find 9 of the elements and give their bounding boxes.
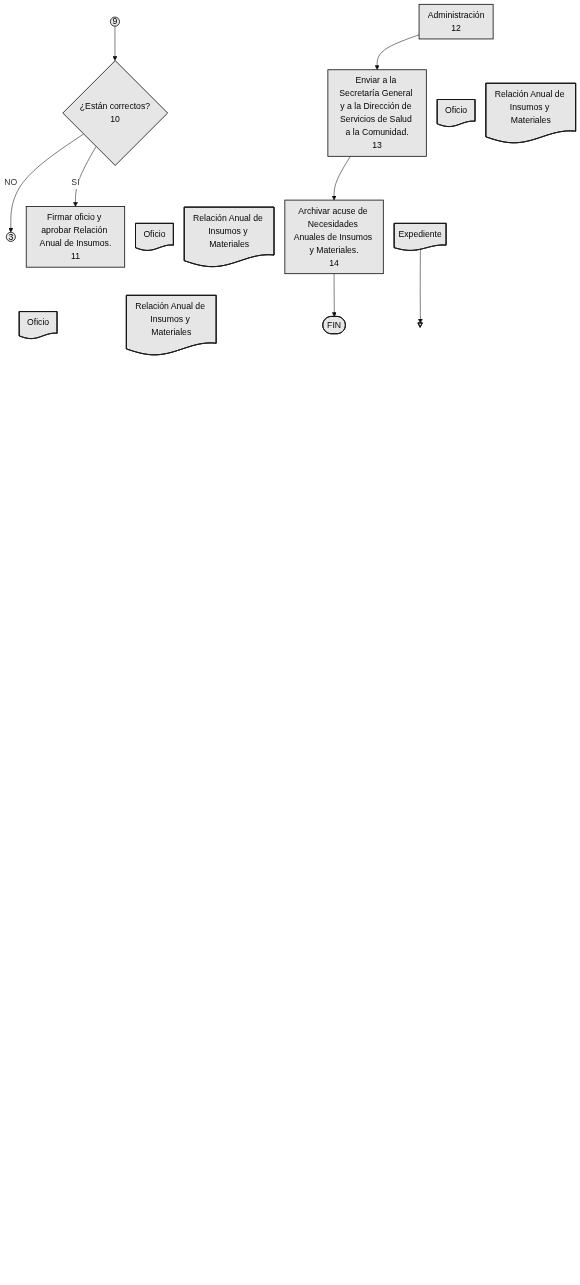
node-box: Archivar acuse de Necesidades Anuales de Insumos y Materiales. 14 [284, 199, 384, 275]
node-circle: 9 [109, 16, 120, 27]
node-diamond: ¿Están correctos? 10 [62, 60, 169, 166]
node-box: Firmar oficio y aprobar Relación Anual de Insumos. 11 [25, 206, 126, 268]
node-box: Enviar a la Secretaría General y a la Dirección de Servicios de Salud a la Comunidad. 13 [327, 69, 427, 157]
node-circle: 3 [5, 231, 16, 242]
node-box: Administración 12 [418, 3, 494, 40]
edge-label: SI [71, 177, 80, 188]
edge-label: NO [4, 177, 18, 188]
